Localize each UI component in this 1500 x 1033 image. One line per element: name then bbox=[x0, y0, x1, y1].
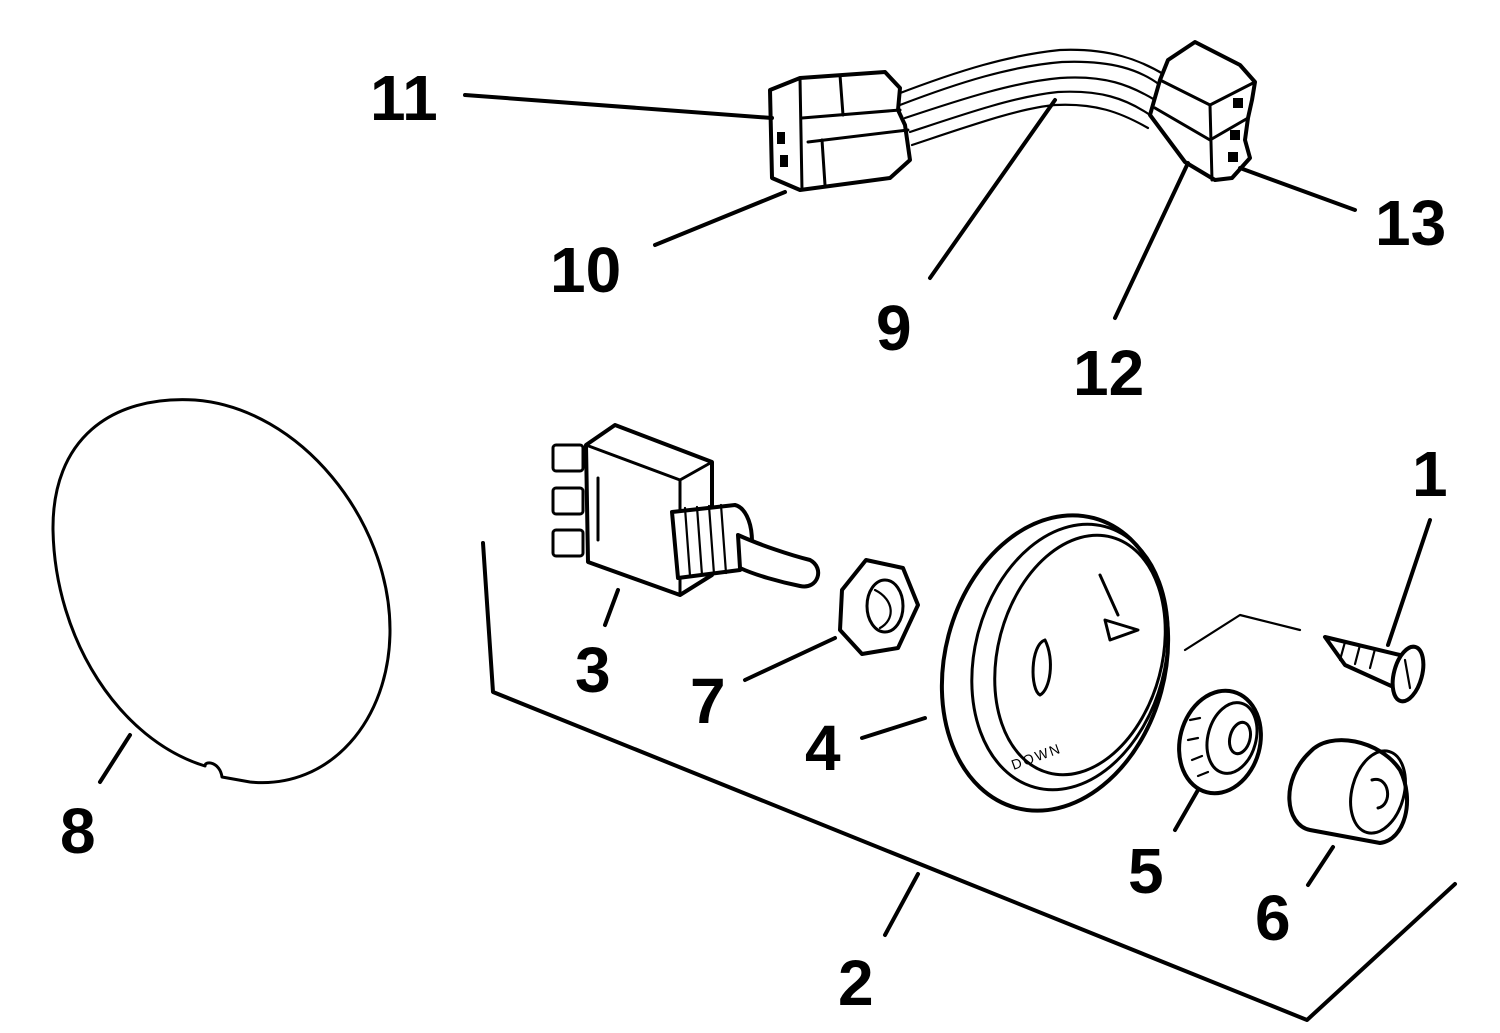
callout-10: 10 bbox=[550, 234, 621, 306]
callout-2: 2 bbox=[838, 947, 874, 1019]
connector-plug-left bbox=[768, 70, 912, 192]
callout-7: 7 bbox=[690, 665, 726, 737]
knob-bushing bbox=[1177, 688, 1263, 796]
hex-nut bbox=[838, 558, 920, 656]
connector-plug-right bbox=[1148, 40, 1257, 182]
gasket-ring bbox=[51, 398, 392, 785]
callout-1: 1 bbox=[1412, 438, 1448, 510]
toggle-switch bbox=[551, 423, 821, 597]
callout-11: 11 bbox=[370, 62, 438, 134]
callout-5: 5 bbox=[1128, 835, 1164, 907]
assembly-bracket bbox=[481, 541, 1457, 1022]
callout-9: 9 bbox=[876, 292, 912, 364]
leader-lines bbox=[98, 93, 1432, 937]
wire-harness bbox=[893, 48, 1167, 147]
callout-12: 12 bbox=[1073, 337, 1144, 409]
callout-6: 6 bbox=[1255, 882, 1291, 954]
callout-3: 3 bbox=[575, 634, 611, 706]
callout-13: 13 bbox=[1375, 187, 1446, 259]
dial-plate: DOWN bbox=[939, 513, 1171, 813]
callout-4: 4 bbox=[805, 712, 841, 784]
screw bbox=[1323, 635, 1426, 704]
knob-cap bbox=[1287, 738, 1410, 845]
callout-8: 8 bbox=[60, 795, 96, 867]
callout-labels: 1 2 3 4 5 6 7 8 9 10 11 12 13 bbox=[60, 62, 1448, 1019]
